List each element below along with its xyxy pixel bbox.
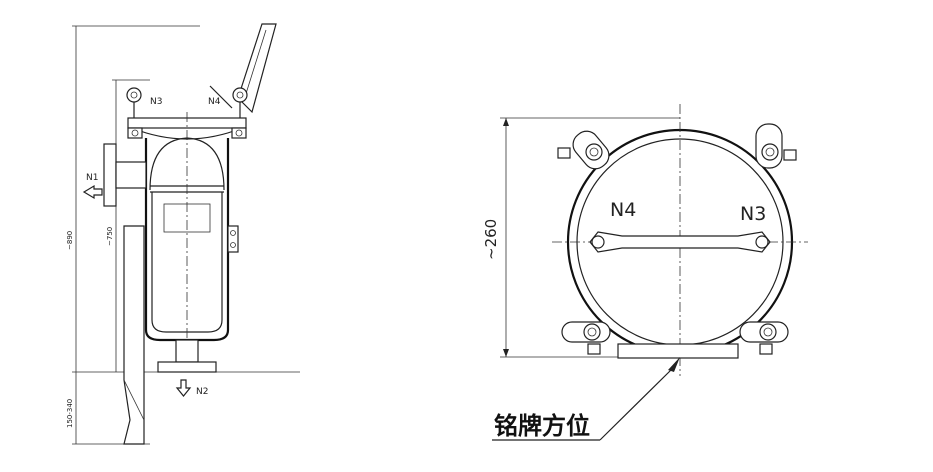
bracket-hole-1	[230, 230, 236, 236]
nozzle-n4-label: N4	[208, 97, 221, 107]
inlet-pipe	[115, 161, 147, 189]
clamp-bottom-right-nut-hole	[763, 327, 773, 337]
top-nozzle-n3-label: N3	[740, 203, 766, 225]
clamp-right	[231, 127, 247, 139]
total-height-label: ~890	[66, 231, 74, 250]
clamp-top-left-block	[557, 147, 571, 159]
clamp-bottom-right	[739, 321, 789, 355]
diameter-label: ~260	[482, 219, 500, 260]
inlet-arrow	[82, 184, 103, 200]
clamp-bottom-left	[561, 321, 611, 355]
clamp-bottom-left-nut	[583, 323, 601, 341]
top-view: ~260 N4 N3	[482, 104, 808, 441]
clamp-top-right	[755, 123, 797, 169]
bracket-hole-2	[230, 242, 236, 248]
nozzle-n1-label: N1	[86, 173, 98, 183]
clamp-top-left	[557, 130, 610, 170]
body-height-label: ~750	[106, 227, 114, 246]
lid-handle-bar	[589, 231, 771, 253]
eyebolt-n4-hole	[236, 91, 244, 99]
handle-pin-left	[591, 235, 605, 249]
eyebolt-n4	[232, 87, 248, 103]
clamp-bottom-right-block	[759, 343, 773, 355]
eyebolt-n3-hole	[130, 91, 138, 99]
open-lid-inner-line	[243, 29, 267, 101]
clamp-top-right-nut	[761, 143, 779, 161]
bottom-range-label: 150-340	[66, 399, 74, 428]
side-bracket	[227, 225, 239, 253]
top-nozzle-n4-label: N4	[610, 199, 636, 221]
outlet-arrow	[175, 379, 192, 397]
diameter-arrow-bottom	[503, 349, 509, 357]
filter-bag-top	[149, 137, 225, 191]
clamp-left	[127, 127, 143, 139]
nameplate-bracket	[617, 343, 739, 359]
outlet-flange	[157, 361, 217, 373]
clamp-bottom-left-nut-hole	[587, 327, 597, 337]
support-leg	[123, 225, 145, 445]
eyebolt-n3	[126, 87, 142, 103]
side-view: ~890 ~750 150-340 N3 N4	[66, 23, 300, 445]
nameplate-leader-line	[599, 369, 672, 441]
clamp-bottom-left-block	[587, 343, 601, 355]
clamp-top-right-nut-hole	[765, 147, 775, 157]
clamp-bottom-right-nut	[759, 323, 777, 341]
diameter-arrow-top	[503, 118, 509, 126]
clamp-top-left-nut	[585, 143, 603, 161]
handle-pin-right	[755, 235, 769, 249]
clamp-top-left-nut-hole	[589, 147, 599, 157]
support-leg-brace	[123, 379, 145, 421]
nameplate-direction-label: 铭牌方位	[494, 412, 590, 440]
lid-hinge-arm	[209, 85, 233, 109]
nameplate-leader-arrow	[668, 357, 680, 372]
inlet-flange	[103, 143, 117, 207]
clamp-top-right-block	[783, 149, 797, 161]
clamp-left-bolt	[131, 129, 139, 137]
nozzle-n3-label: N3	[150, 97, 162, 107]
nozzle-n2-label: N2	[196, 387, 208, 397]
clamp-right-bolt	[235, 129, 243, 137]
outlet-pipe	[175, 339, 199, 363]
